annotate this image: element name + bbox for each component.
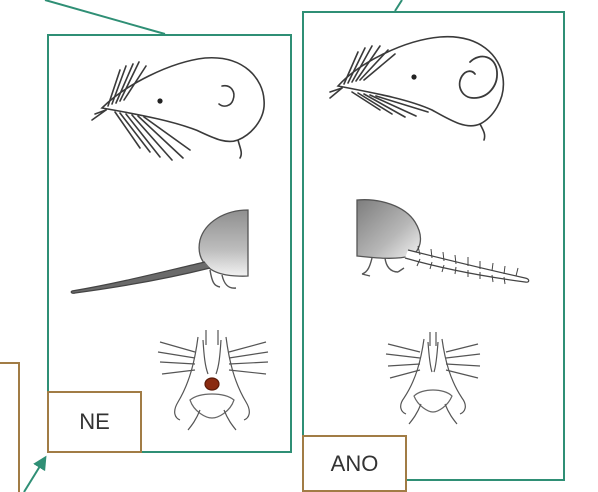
label-ne: NE	[47, 391, 142, 453]
connector-arrow	[24, 458, 45, 492]
connector-line-right	[395, 0, 402, 11]
partial-label-box	[0, 362, 20, 492]
panel-ano	[302, 11, 565, 481]
label-ne-text: NE	[79, 411, 110, 433]
connector-line-left	[45, 0, 165, 34]
label-ano-text: ANO	[331, 453, 379, 475]
label-ano: ANO	[302, 435, 407, 492]
